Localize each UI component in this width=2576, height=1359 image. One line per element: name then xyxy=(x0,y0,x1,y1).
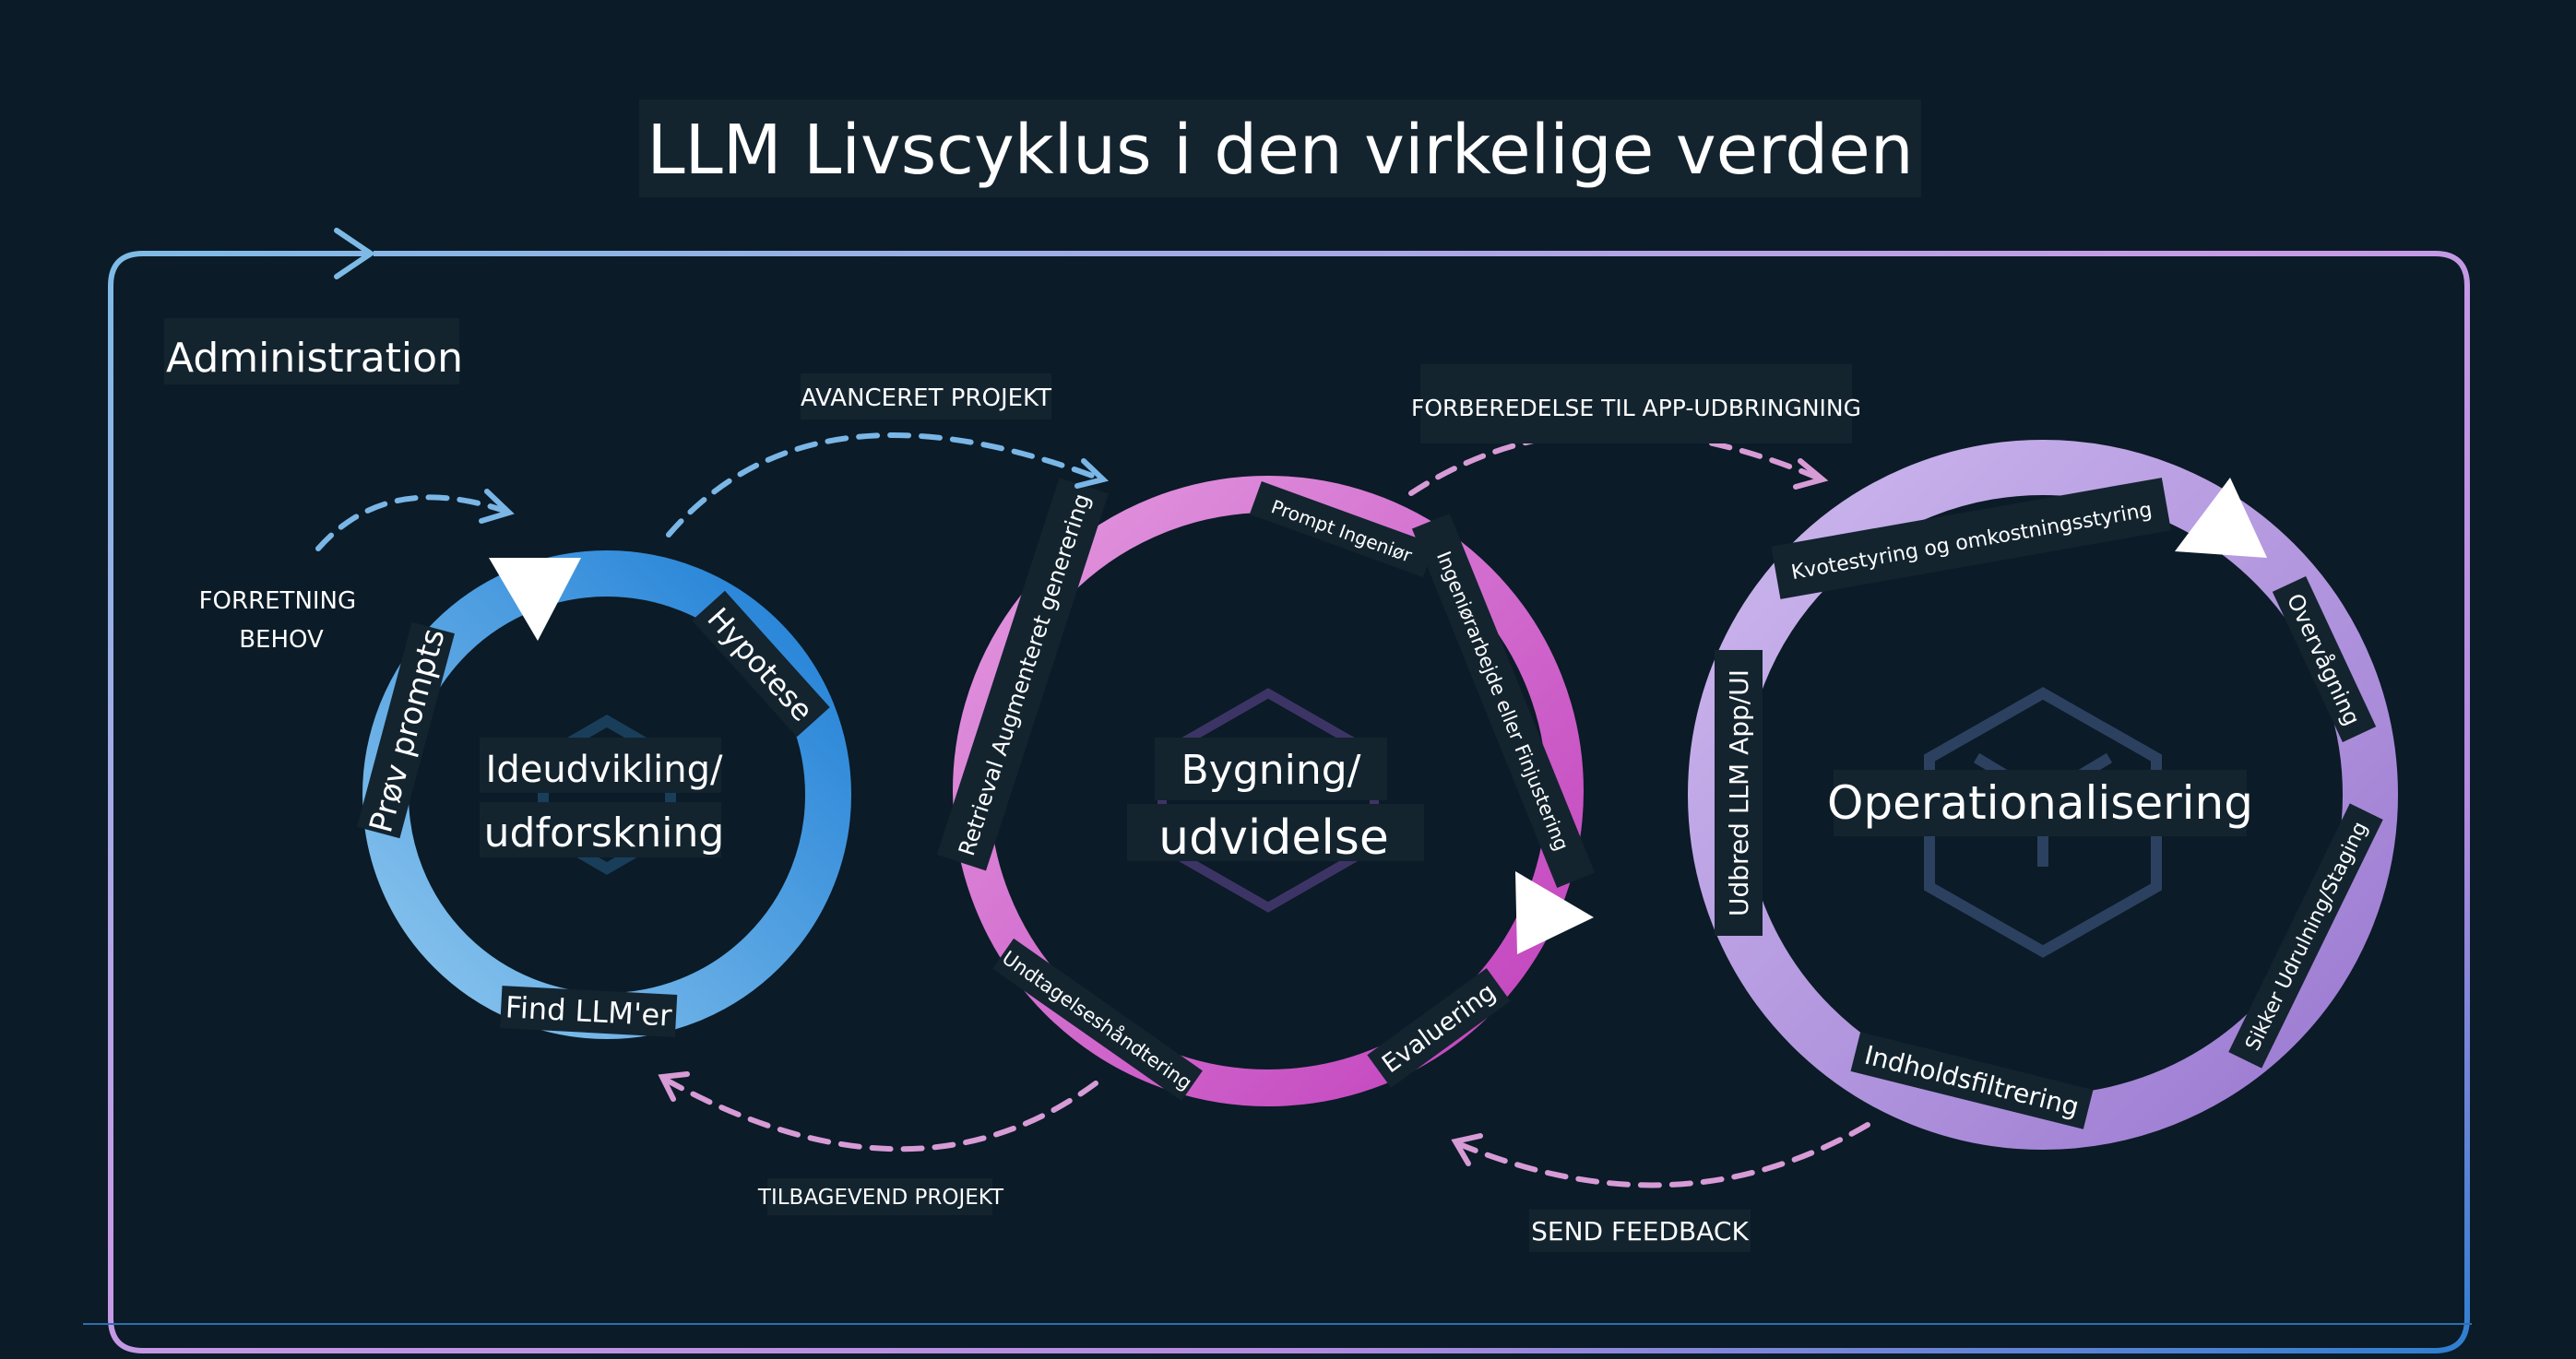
flow-return-project: TILBAGEVEND PROJEKT xyxy=(757,1186,1004,1210)
hexagon-icon xyxy=(1924,687,2162,958)
step-evaluation-backdrop xyxy=(1367,968,1511,1088)
advanced-project-arrow xyxy=(666,432,1105,538)
flow-send-feedback-backdrop xyxy=(1529,1210,1751,1252)
title-backdrop xyxy=(639,100,1921,197)
business-need-arrow xyxy=(315,494,510,551)
flow-return-project-backdrop xyxy=(767,1178,992,1215)
arrowhead-icon xyxy=(479,489,515,524)
step-prompt-engineering-backdrop xyxy=(1249,481,1435,578)
frame-label-backdrop xyxy=(164,318,459,384)
building-title-line1: Bygning/ xyxy=(1181,747,1361,794)
ideation-title-backdrop-2 xyxy=(480,802,721,857)
ideation-title-line1: Ideudvikling/ xyxy=(486,749,723,791)
step-find-llms-backdrop xyxy=(500,986,678,1037)
step-evaluation: Evaluering xyxy=(1377,978,1501,1080)
step-exception-handling-backdrop xyxy=(992,938,1203,1102)
step-monitoring-backdrop xyxy=(2272,575,2377,743)
step-safe-rollout-backdrop xyxy=(2228,803,2383,1069)
building-cycle-arrow-icon xyxy=(1515,871,1594,954)
arrowhead-icon xyxy=(1793,458,1829,490)
step-rag: Retrieval Augmenteret generering xyxy=(954,490,1096,858)
step-exception-handling: Undtagelseshåndtering xyxy=(998,946,1196,1094)
send-feedback-arrow xyxy=(1454,1122,1870,1188)
arrowhead-icon xyxy=(1451,1133,1483,1166)
return-project-arrow xyxy=(661,1076,1098,1152)
flow-app-deployment-prep: FORBEREDELSE TIL APP-UDBRINGNING xyxy=(1411,395,1861,421)
arrowhead-icon xyxy=(1074,458,1110,489)
ideation-title-line2: udforskning xyxy=(484,809,725,857)
flow-business-need: FORRETNING BEHOV xyxy=(199,587,364,654)
step-finetuning-backdrop xyxy=(1411,514,1596,888)
ideation-cycle-arrow-icon xyxy=(489,558,581,641)
operationalizing-title-backdrop xyxy=(1834,770,2247,836)
step-quota-cost-backdrop xyxy=(1771,478,2171,599)
flow-advanced-project-backdrop xyxy=(801,373,1051,420)
building-title-backdrop xyxy=(1155,738,1387,800)
step-find-llms: Find LLM'er xyxy=(505,989,673,1033)
building-title-backdrop-2 xyxy=(1127,804,1424,861)
ideation-title-backdrop xyxy=(480,738,721,793)
page-title: LLM Livscyklus i den virkelige verden xyxy=(647,111,1913,190)
administration-frame xyxy=(108,251,2470,1353)
step-hypothesis-backdrop xyxy=(692,590,830,738)
step-deploy-app-backdrop xyxy=(1715,650,1763,936)
flow-advanced-project: AVANCERET PROJEKT xyxy=(801,384,1051,412)
step-content-filtering-backdrop xyxy=(1850,1032,2094,1129)
arrowhead-icon xyxy=(658,1071,690,1102)
step-deploy-app: Udbred LLM App/UI xyxy=(1724,669,1754,916)
frame-arrow-icon xyxy=(334,228,376,279)
flow-send-feedback: SEND FEEDBACK xyxy=(1531,1216,1749,1247)
step-try-prompts-backdrop xyxy=(357,621,455,839)
building-title-line2: udvidelse xyxy=(1158,810,1389,866)
step-rag-backdrop xyxy=(936,478,1109,871)
operationalizing-cycle-arrow-icon xyxy=(2175,478,2267,558)
operationalizing-title: Operationalisering xyxy=(1827,776,2253,830)
flow-app-deployment-prep-backdrop xyxy=(1420,364,1852,443)
frame-label: Administration xyxy=(166,335,463,382)
